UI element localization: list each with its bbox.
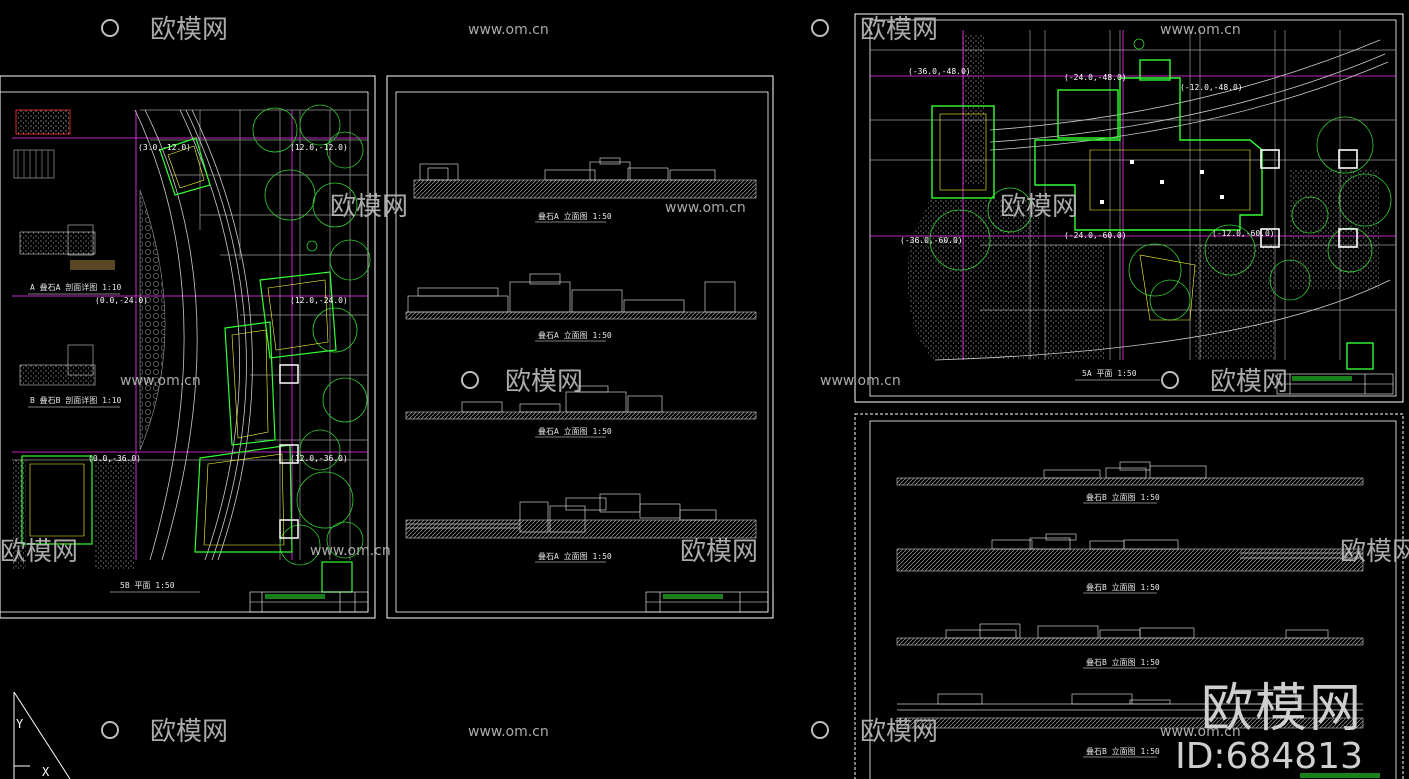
watermark-url: www.om.cn (468, 724, 549, 740)
watermark-large-brand: 欧模网 (1200, 679, 1363, 739)
elevation-caption: 叠石B 立面图 1:50 (1086, 657, 1160, 667)
elevation-caption: 叠石B 立面图 1:50 (1086, 582, 1160, 592)
coord-label: (-12.0,-48.0) (1180, 83, 1243, 92)
watermark-brand: 欧模网 (150, 15, 228, 45)
coord-label: (0.0,-36.0) (88, 454, 141, 463)
ucs-icon: Y X (13, 691, 71, 779)
watermark-brand: 欧模网 (0, 537, 78, 567)
watermark-large-id: ID:684813 (1175, 736, 1363, 777)
title-block (249, 591, 369, 613)
coord-label: (-12.0,-60.0) (1212, 229, 1275, 238)
elevation-caption: 叠石B 立面图 1:50 (1086, 492, 1160, 502)
ucs-x-label: X (42, 765, 50, 779)
watermark-url: www.om.cn (1160, 724, 1241, 740)
watermark-url: www.om.cn (820, 373, 901, 389)
elevation-caption: 叠石A 立面图 1:50 (538, 551, 612, 561)
watermark-url: www.om.cn (310, 543, 391, 559)
watermark-brand: 欧模网 (1210, 367, 1288, 397)
coord-label: (3.0,-12.0) (138, 143, 191, 152)
coord-label: (12.0,-12.0) (290, 143, 348, 152)
elevation-caption: 叠石A 立面图 1:50 (538, 211, 612, 221)
watermark-url: www.om.cn (468, 22, 549, 38)
coord-label: (-36.0,-48.0) (908, 67, 971, 76)
plan-caption: 5B 平面 1:50 (120, 581, 175, 590)
watermark-brand: 欧模网 (1340, 537, 1409, 567)
ucs-y-label: Y (16, 717, 24, 731)
detail-b-caption: B 叠石B 剖面详图 1:10 (30, 395, 122, 405)
elevation-caption: 叠石A 立面图 1:50 (538, 426, 612, 436)
watermark-url: www.om.cn (120, 373, 201, 389)
watermark-brand: 欧模网 (1000, 192, 1078, 222)
watermark-brand: 欧模网 (680, 537, 758, 567)
sheet-1-plan-and-sections: A 叠石A 剖面详图 1:10 B 叠石B 剖面详图 1:10 (3.0,-12… (0, 75, 376, 619)
plan-caption: 5A 平面 1:50 (1082, 369, 1137, 378)
watermark-layer: 欧模网 欧模网 欧模网 欧模网 欧模网 欧模网 欧模网 欧模网 欧模网 欧模网 … (0, 15, 1409, 747)
sheet-3-plan: (-36.0,-48.0) (-24.0,-48.0) (-12.0,-48.0… (854, 13, 1404, 403)
watermark-url: www.om.cn (665, 200, 746, 216)
watermark-brand: 欧模网 (505, 367, 583, 397)
watermark-url: www.om.cn (1160, 22, 1241, 38)
elevation-caption: 叠石B 立面图 1:50 (1086, 746, 1160, 756)
watermark-brand: 欧模网 (150, 717, 228, 747)
title-block (645, 591, 769, 613)
sheet-4-elevations: 叠石B 立面图 1:50 叠石B 立面图 1:50 叠石B 立面图 1:50 (854, 413, 1404, 779)
watermark-brand: 欧模网 (330, 192, 408, 222)
title-block (1276, 373, 1394, 395)
watermark-brand: 欧模网 (860, 15, 938, 45)
coord-label: (0.0,-24.0) (95, 296, 148, 305)
elevation-caption: 叠石A 立面图 1:50 (538, 330, 612, 340)
watermark-brand: 欧模网 (860, 717, 938, 747)
coord-label: (12.0,-24.0) (290, 296, 348, 305)
sheet-2-elevations: 叠石A 立面图 1:50 叠石A 立面图 1:50 叠石A 立面图 1:50 (386, 75, 774, 619)
watermark-logo-icon (101, 19, 1179, 739)
coord-label: (-24.0,-48.0) (1064, 73, 1127, 82)
coord-label: (-36.0,-60.0) (900, 236, 963, 245)
coord-label: (-24.0,-60.0) (1064, 231, 1127, 240)
detail-a-caption: A 叠石A 剖面详图 1:10 (30, 282, 122, 292)
coord-label: (12.0,-36.0) (290, 454, 348, 463)
